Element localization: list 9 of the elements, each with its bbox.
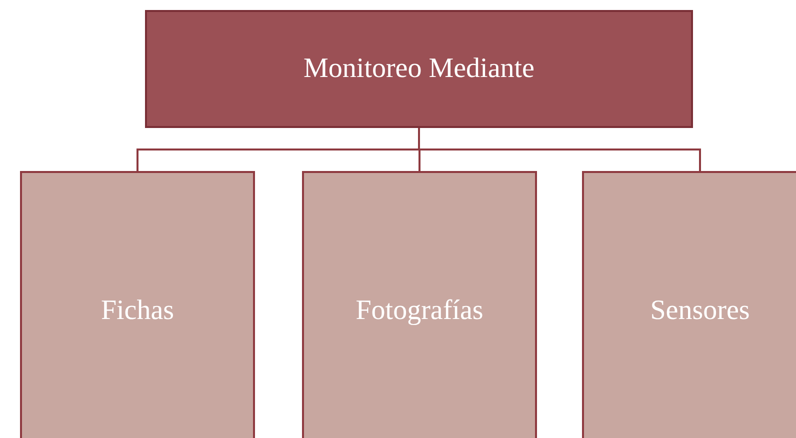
- box-label: Fotografías: [354, 295, 484, 327]
- category-box: [582, 171, 796, 438]
- header-box: [145, 10, 693, 128]
- box-label: Monitoreo Mediante: [302, 53, 536, 85]
- box-label: Sensores: [649, 295, 751, 327]
- category-box: [302, 171, 537, 438]
- connector-line: [418, 128, 701, 171]
- box-label: Fichas: [100, 295, 176, 327]
- category-box: [20, 171, 255, 438]
